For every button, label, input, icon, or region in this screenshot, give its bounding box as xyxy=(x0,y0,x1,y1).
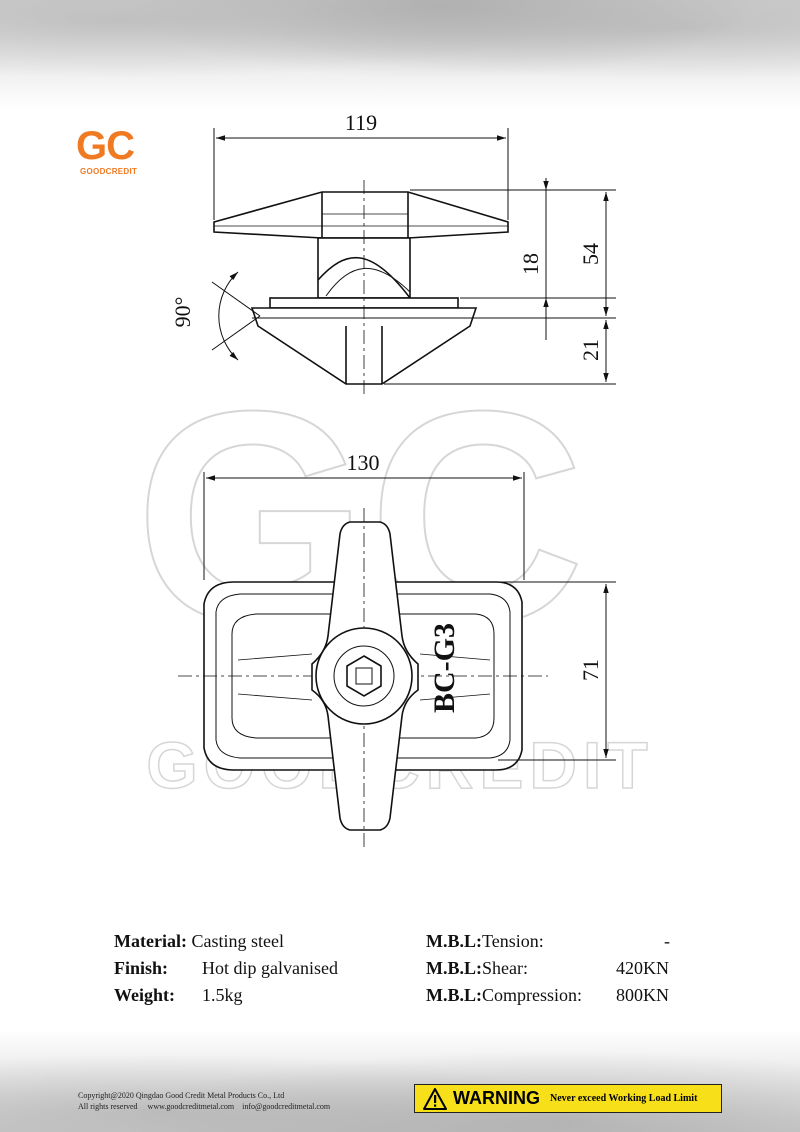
company-logo: GC GOODCREDIT xyxy=(76,126,140,176)
spec-weight-value-wrap: 1.5kg xyxy=(202,984,243,1006)
shear-name: Shear: xyxy=(482,958,528,978)
material-label: Material: xyxy=(114,931,187,951)
plan-dimensions xyxy=(203,472,616,761)
spec-finish: Finish: xyxy=(114,957,168,979)
side-view xyxy=(213,180,509,396)
footer-rights: All rights reserved xyxy=(78,1102,138,1111)
plan-view xyxy=(178,508,548,848)
logo-mark: GC xyxy=(76,124,135,168)
spec-compression: M.B.L:Compression: xyxy=(426,984,582,1006)
shear-value: 420KN xyxy=(616,958,669,978)
warning-title: WARNING xyxy=(453,1088,540,1108)
dim-71: 71 xyxy=(578,659,603,681)
warning-text: Never exceed Working Load Limit xyxy=(550,1093,698,1104)
finish-value: Hot dip galvanised xyxy=(202,958,338,978)
material-value: Casting steel xyxy=(191,931,284,951)
weight-value: 1.5kg xyxy=(202,985,243,1005)
tension-name: Tension: xyxy=(482,931,544,951)
dim-119: 119 xyxy=(345,110,377,135)
logo-name: GOODCREDIT xyxy=(80,167,138,176)
spec-tension: M.B.L:Tension: xyxy=(426,930,544,952)
footer: Copyright@2020 Qingdao Good Credit Metal… xyxy=(78,1090,330,1112)
spec-finish-value-wrap: Hot dip galvanised xyxy=(202,957,338,979)
tension-label: M.B.L: xyxy=(426,931,482,951)
side-dimension-labels: 119 18 54 21 90° xyxy=(170,110,603,361)
grunge-texture-bottom xyxy=(0,1030,800,1132)
shear-label: M.B.L: xyxy=(426,958,482,978)
plan-dimension-labels: 130 71 BC-G3 xyxy=(347,450,604,713)
footer-contact-row: All rights reserved www.goodcreditmetal.… xyxy=(78,1101,330,1112)
warning-banner: WARNING Never exceed Working Load Limit xyxy=(414,1084,722,1113)
part-label: BC-G3 xyxy=(428,623,461,713)
dim-54: 54 xyxy=(578,243,603,265)
spec-shear: M.B.L:Shear: xyxy=(426,957,528,979)
spec-shear-value-wrap: 420KN xyxy=(616,957,669,979)
dim-130: 130 xyxy=(347,450,380,475)
warning-triangle-icon xyxy=(423,1087,447,1110)
side-dimensions xyxy=(211,128,616,385)
footer-email[interactable]: info@goodcreditmetal.com xyxy=(242,1102,331,1111)
spec-tension-value-wrap: - xyxy=(664,930,670,952)
footer-copyright: Copyright@2020 Qingdao Good Credit Metal… xyxy=(78,1091,285,1100)
finish-label: Finish: xyxy=(114,958,169,978)
spec-compression-value-wrap: 800KN xyxy=(616,984,669,1006)
dim-90-degrees: 90° xyxy=(170,297,195,328)
spec-material: Material: Casting steel xyxy=(114,930,284,952)
grunge-texture-top xyxy=(0,0,800,110)
compression-value: 800KN xyxy=(616,985,669,1005)
compression-name: Compression: xyxy=(482,985,583,1005)
weight-label: Weight: xyxy=(114,985,175,1005)
dim-21: 21 xyxy=(578,339,603,361)
spec-weight: Weight: xyxy=(114,984,175,1006)
footer-website[interactable]: www.goodcreditmetal.com xyxy=(147,1102,235,1111)
dim-18: 18 xyxy=(518,253,543,275)
compression-label: M.B.L: xyxy=(426,985,482,1005)
tension-value: - xyxy=(664,931,670,951)
